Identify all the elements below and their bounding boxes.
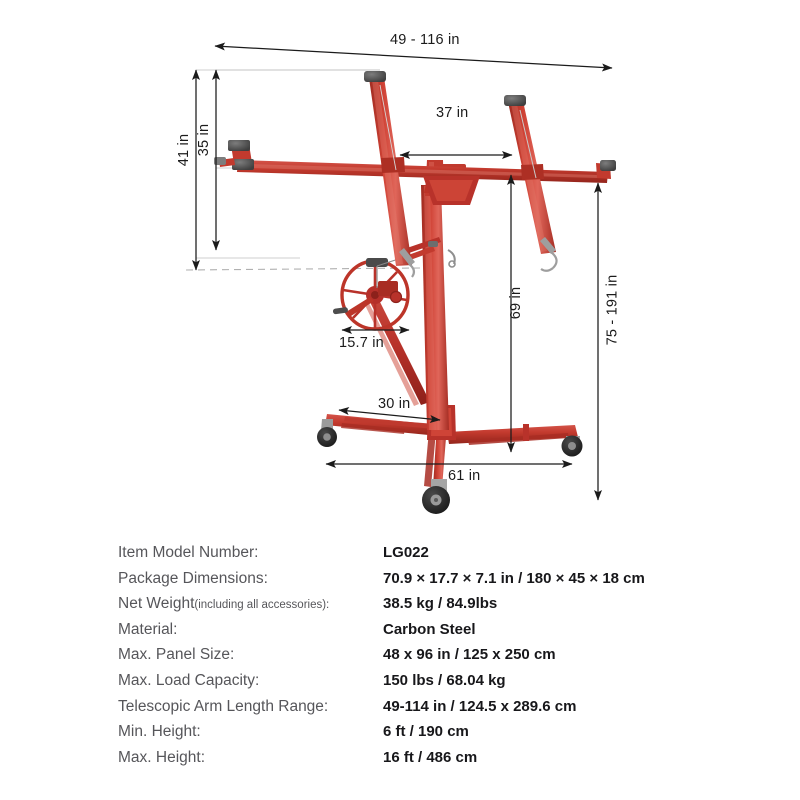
dimline-base-leg-30: [338, 407, 441, 423]
spec-label: Max. Height:: [118, 745, 383, 771]
drywall-lift-illustration: [214, 71, 616, 514]
spec-label: Telescopic Arm Length Range:: [118, 694, 383, 720]
base-leg-left: [317, 414, 440, 447]
support-post-left: [364, 71, 416, 278]
cradle-right-end: [596, 160, 616, 179]
spec-label: Min. Height:: [118, 719, 383, 745]
winch-wheel-assembly: [332, 251, 421, 331]
product-dimension-diagram: 49 - 116 in 41 in 35 in 37 in 15.7 in 69…: [176, 32, 621, 514]
spec-row: Material: Carbon Steel: [118, 617, 738, 643]
spec-value: 6 ft / 190 cm: [383, 723, 469, 741]
diagram-svg: [185, 42, 616, 514]
spec-row: Telescopic Arm Length Range: 49-114 in /…: [118, 694, 738, 720]
support-cable-2: [379, 84, 397, 171]
spec-label: Item Model Number:: [118, 540, 383, 566]
spec-label-text: Item Model Number:: [118, 544, 259, 561]
dim-label-overall-arm-span: 49 - 116 in: [390, 32, 460, 48]
cradle-left-end: [214, 140, 254, 170]
spec-row: Min. Height: 6 ft / 190 cm: [118, 719, 738, 745]
spec-label-text: Net Weight: [118, 595, 195, 613]
support-post-right: [504, 95, 558, 272]
spec-value: Carbon Steel: [383, 620, 476, 638]
spec-value: 16 ft / 486 cm: [383, 748, 478, 766]
dim-label-base-width-61: 61 in: [448, 468, 481, 484]
spec-label-text: Telescopic Arm Length Range:: [118, 697, 329, 715]
cradle-arm-horizontal: [214, 140, 616, 183]
dim-label-arm-height-35: 35 in: [196, 123, 213, 157]
dim-label-lift-range: 75 - 191 in: [604, 274, 621, 346]
spec-label: Material:: [118, 617, 383, 643]
spec-label: Package Dimensions:: [118, 566, 383, 592]
spec-label-text: Max. Height:: [118, 748, 206, 766]
spec-label: Max. Load Capacity:: [118, 668, 383, 694]
spec-value: 38.5 kg / 84.9lbs: [383, 595, 498, 613]
spec-value: LG022: [383, 544, 429, 561]
spec-value: 150 lbs / 68.04 kg: [383, 671, 506, 689]
spec-row: Item Model Number: LG022: [118, 540, 738, 566]
spec-value: 49-114 in / 124.5 x 289.6 cm: [383, 697, 577, 715]
spec-label-text: Min. Height:: [118, 723, 201, 741]
spec-label: Max. Panel Size:: [118, 642, 383, 668]
spec-label-sub: (including all accessories):: [194, 599, 330, 612]
spec-row: Max. Height: 16 ft / 486 cm: [118, 745, 738, 771]
reference-dashed-line: [185, 267, 421, 271]
base-leg-right: [447, 424, 583, 457]
dim-label-arm-height-41: 41 in: [176, 133, 193, 167]
spec-label-text: Package Dimensions:: [118, 569, 268, 587]
dim-label-base-leg-30: 30 in: [378, 396, 411, 412]
spec-row: Max. Load Capacity: 150 lbs / 68.04 kg: [118, 668, 738, 694]
spec-value: 48 x 96 in / 125 x 250 cm: [383, 646, 556, 664]
spec-label-text: Max. Panel Size:: [118, 646, 235, 664]
spec-value: 70.9 × 17.7 × 7.1 in / 180 × 45 × 18 cm: [383, 569, 645, 587]
specification-table: Item Model Number: LG022 Package Dimensi…: [118, 540, 738, 770]
dim-label-winch-15-7: 15.7 in: [339, 335, 384, 351]
spec-label: Net Weight(including all accessories):: [118, 591, 383, 619]
spec-label-text: Material:: [118, 620, 178, 638]
spec-row: Net Weight(including all accessories): 3…: [118, 591, 738, 617]
spec-label-text: Max. Load Capacity:: [118, 671, 260, 689]
spec-row: Package Dimensions: 70.9 × 17.7 × 7.1 in…: [118, 566, 738, 592]
dim-label-mast-69: 69 in: [508, 286, 525, 320]
dim-label-cradle-width-37: 37 in: [436, 105, 469, 121]
support-cable: [519, 109, 537, 179]
base-leg-front: [422, 424, 450, 514]
dimension-lines: [192, 42, 613, 501]
arm-carriage: [423, 176, 480, 205]
dimline-overall-arm-span: [214, 42, 613, 72]
spec-row: Max. Panel Size: 48 x 96 in / 125 x 250 …: [118, 642, 738, 668]
